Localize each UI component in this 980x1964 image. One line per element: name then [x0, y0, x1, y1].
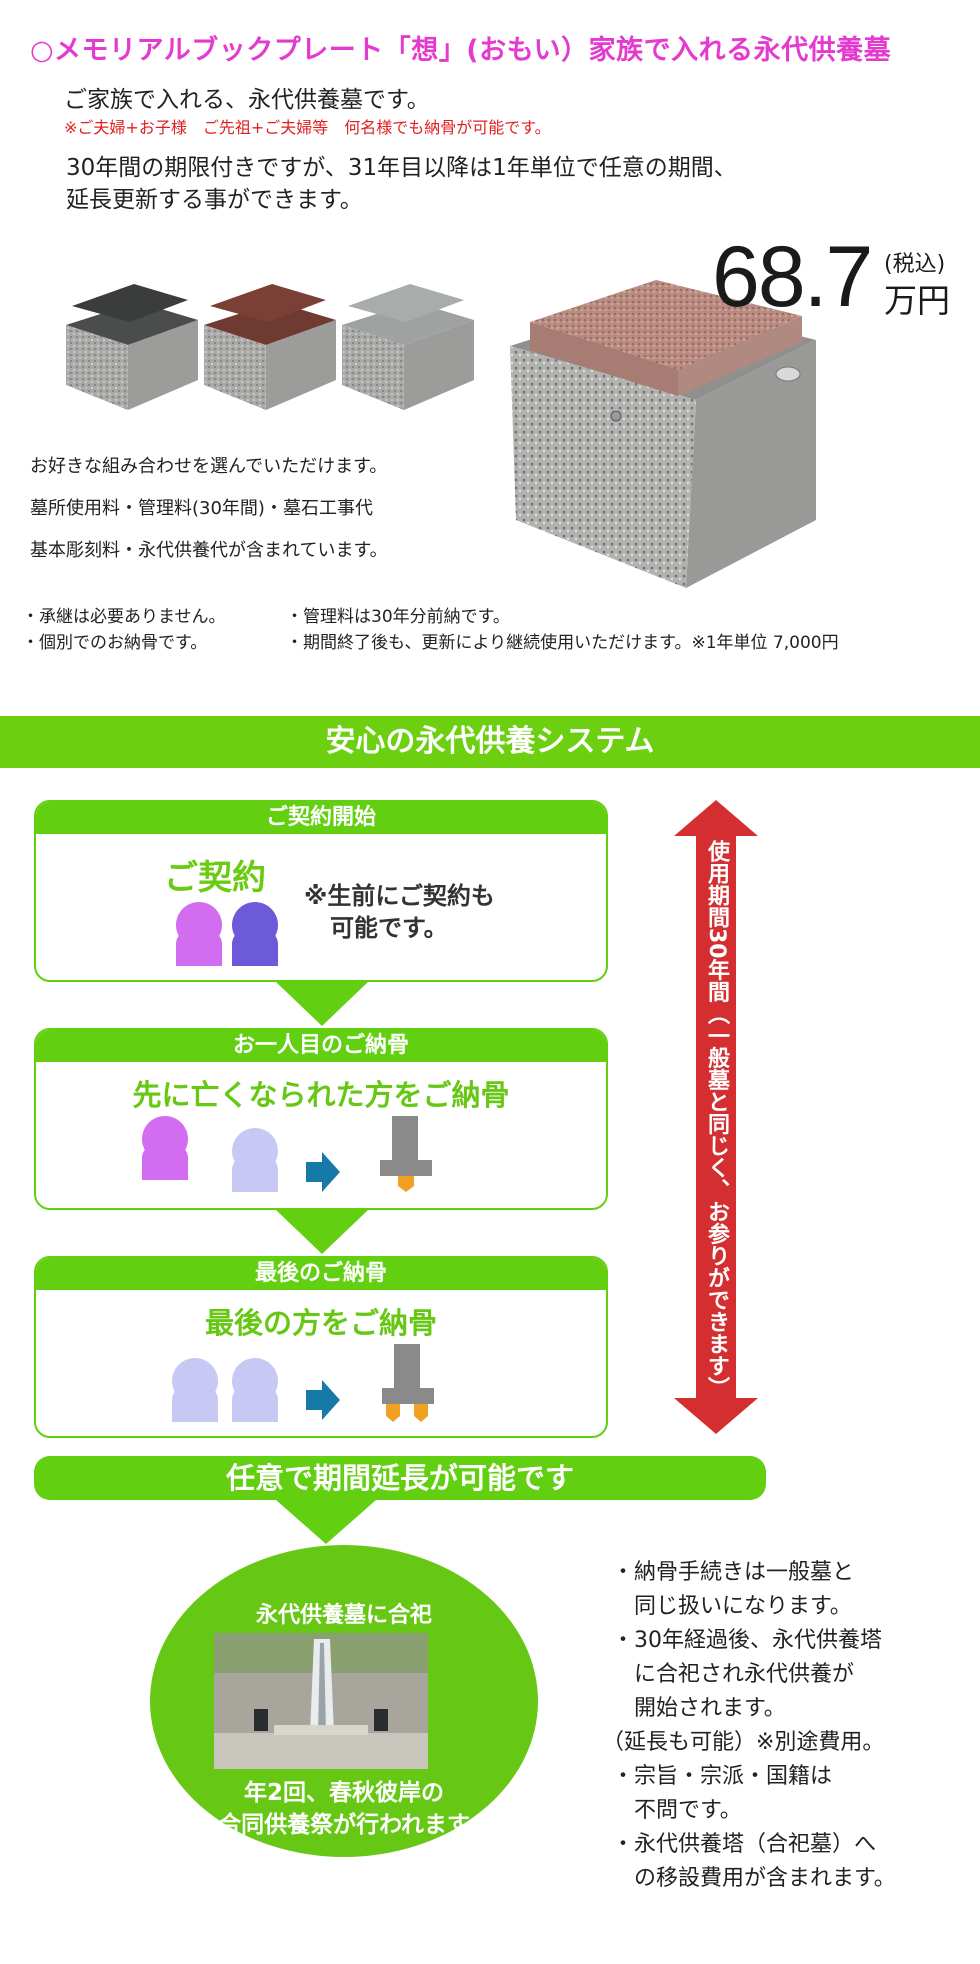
- person-icon-lavender: [232, 1358, 278, 1422]
- memorial-service-line-2: 合同供養祭が行われます: [218, 1812, 470, 1838]
- bullet-item: ・管理料は30年分前納です。: [286, 607, 510, 627]
- price-tax-label: (税込): [884, 252, 946, 277]
- memorial-service-line-1: 年2回、春秋彼岸の: [243, 1780, 444, 1806]
- period-line-2: 延長更新する事ができます。: [66, 187, 363, 213]
- extend-banner: 任意で期間延長が可能です: [34, 1456, 766, 1500]
- note-line: に合祀され永代供養が: [612, 1662, 855, 1687]
- bullets-right: ・管理料は30年分前納です。 ・期間終了後も、更新により継続使用いただけます。※…: [286, 604, 839, 656]
- bullet-item: ・個別でのお納骨です。: [22, 633, 208, 653]
- note-line: ・永代供養塔（合祀墓）へ: [612, 1832, 877, 1857]
- price-value: 68.7: [712, 229, 873, 325]
- price: 68.7 (税込) 万円: [712, 229, 972, 326]
- flow-arrow-down: [276, 1500, 376, 1544]
- person-icon-pink: [176, 902, 222, 966]
- contract-headline: ご契約: [164, 858, 266, 898]
- joint-memorial-title: 永代供養墓に合祀: [255, 1603, 432, 1628]
- system-banner: 安心の永代供養システム: [0, 716, 980, 768]
- flow-arrow-down: [276, 982, 368, 1026]
- note-line: ・宗旨・宗派・国籍は: [612, 1764, 833, 1789]
- memorial-service-text: 年2回、春秋彼岸の 合同供養祭が行われます: [150, 1777, 538, 1841]
- notes-list: ・納骨手続きは一般墓と 同じ扱いになります。 ・30年経過後、永代供養塔 に合祀…: [602, 1556, 896, 1896]
- stone-red: [204, 284, 336, 410]
- step-last-interment: 最後のご納骨 最後の方をご納骨: [34, 1256, 608, 1438]
- period-label: 使用期間30年間（一般墓と同じく、お参りができます）: [704, 839, 729, 1399]
- contract-note-line-1: ※生前にご契約も: [304, 882, 495, 910]
- price-unit: 万円: [884, 281, 950, 320]
- step-first-interment: お一人目のご納骨 先に亡くなられた方をご納骨: [34, 1028, 608, 1210]
- step-contract: ご契約開始 ご契約 ※生前にご契約も 可能です。: [34, 800, 608, 982]
- system-title: 安心の永代供養システム: [325, 724, 655, 759]
- note-line: （延長も可能）※別途費用。: [602, 1730, 885, 1755]
- arrow-right-icon: [306, 1380, 340, 1420]
- stone-grey: [342, 284, 474, 410]
- capacity-note: ※ご夫婦+お子様 ご先祖+ご夫婦等 何名様でも納骨が可能です。: [64, 118, 551, 137]
- person-icon-pink: [142, 1116, 188, 1180]
- note-line: ・30年経過後、永代供養塔: [612, 1628, 882, 1653]
- step-first-header: お一人目のご納骨: [36, 1030, 606, 1062]
- memorial-photo: [214, 1633, 428, 1769]
- bullets-left: ・承継は必要ありません。 ・個別でのお納骨です。: [22, 604, 226, 656]
- includes-line-1: お好きな組み合わせを選んでいただけます。: [30, 456, 388, 477]
- arrow-right-icon: [306, 1152, 340, 1192]
- note-line: ・納骨手続きは一般墓と: [612, 1560, 855, 1585]
- person-icon-purple: [232, 902, 278, 966]
- tomb-icon: [380, 1116, 432, 1192]
- note-line: 開始されます。: [612, 1696, 786, 1721]
- tomb-icon: [382, 1344, 434, 1422]
- joint-memorial-circle: 永代供養墓に合祀 年2回、春秋彼岸の 合同供養祭が行われます: [150, 1545, 538, 1857]
- bullet-item: ・承継は必要ありません。: [22, 607, 226, 627]
- period-text: 30年間の期限付きですが、31年目以降は1年単位で任意の期間、 延長更新する事が…: [66, 152, 737, 216]
- note-line: 同じ扱いになります。: [612, 1594, 852, 1619]
- person-icon-lavender: [232, 1128, 278, 1192]
- page-title: ○メモリアルブックプレート「想」(おもい）家族で入れる永代供養墓: [30, 35, 892, 66]
- note-line: 不問です。: [612, 1798, 742, 1823]
- bullet-item: ・期間終了後も、更新により継続使用いただけます。※1年単位 7,000円: [286, 633, 839, 653]
- intro-text: ご家族で入れる、永代供養墓です。: [64, 87, 430, 113]
- stone-large-image: [510, 280, 816, 588]
- step-contract-header: ご契約開始: [36, 802, 606, 834]
- contract-note-line-2: 可能です。: [330, 914, 448, 942]
- last-headline: 最後の方をご納骨: [204, 1306, 437, 1340]
- period-line-1: 30年間の期限付きですが、31年目以降は1年単位で任意の期間、: [66, 155, 737, 181]
- flow-arrow-down: [276, 1210, 368, 1254]
- note-line: の移設費用が含まれます。: [612, 1866, 896, 1891]
- period-double-arrow: [674, 800, 758, 1434]
- includes-line-3: 基本彫刻料・永代供養代が含まれています。: [30, 540, 388, 561]
- stone-variants-image: [66, 284, 474, 410]
- stone-black: [66, 284, 198, 410]
- contract-note: ※生前にご契約も 可能です。: [304, 880, 495, 944]
- includes-line-2: 墓所使用料・管理料(30年間)・墓石工事代: [30, 498, 373, 519]
- step-last-header: 最後のご納骨: [36, 1258, 606, 1290]
- person-icon-lavender: [172, 1358, 218, 1422]
- first-headline: 先に亡くなられた方をご納骨: [132, 1078, 510, 1112]
